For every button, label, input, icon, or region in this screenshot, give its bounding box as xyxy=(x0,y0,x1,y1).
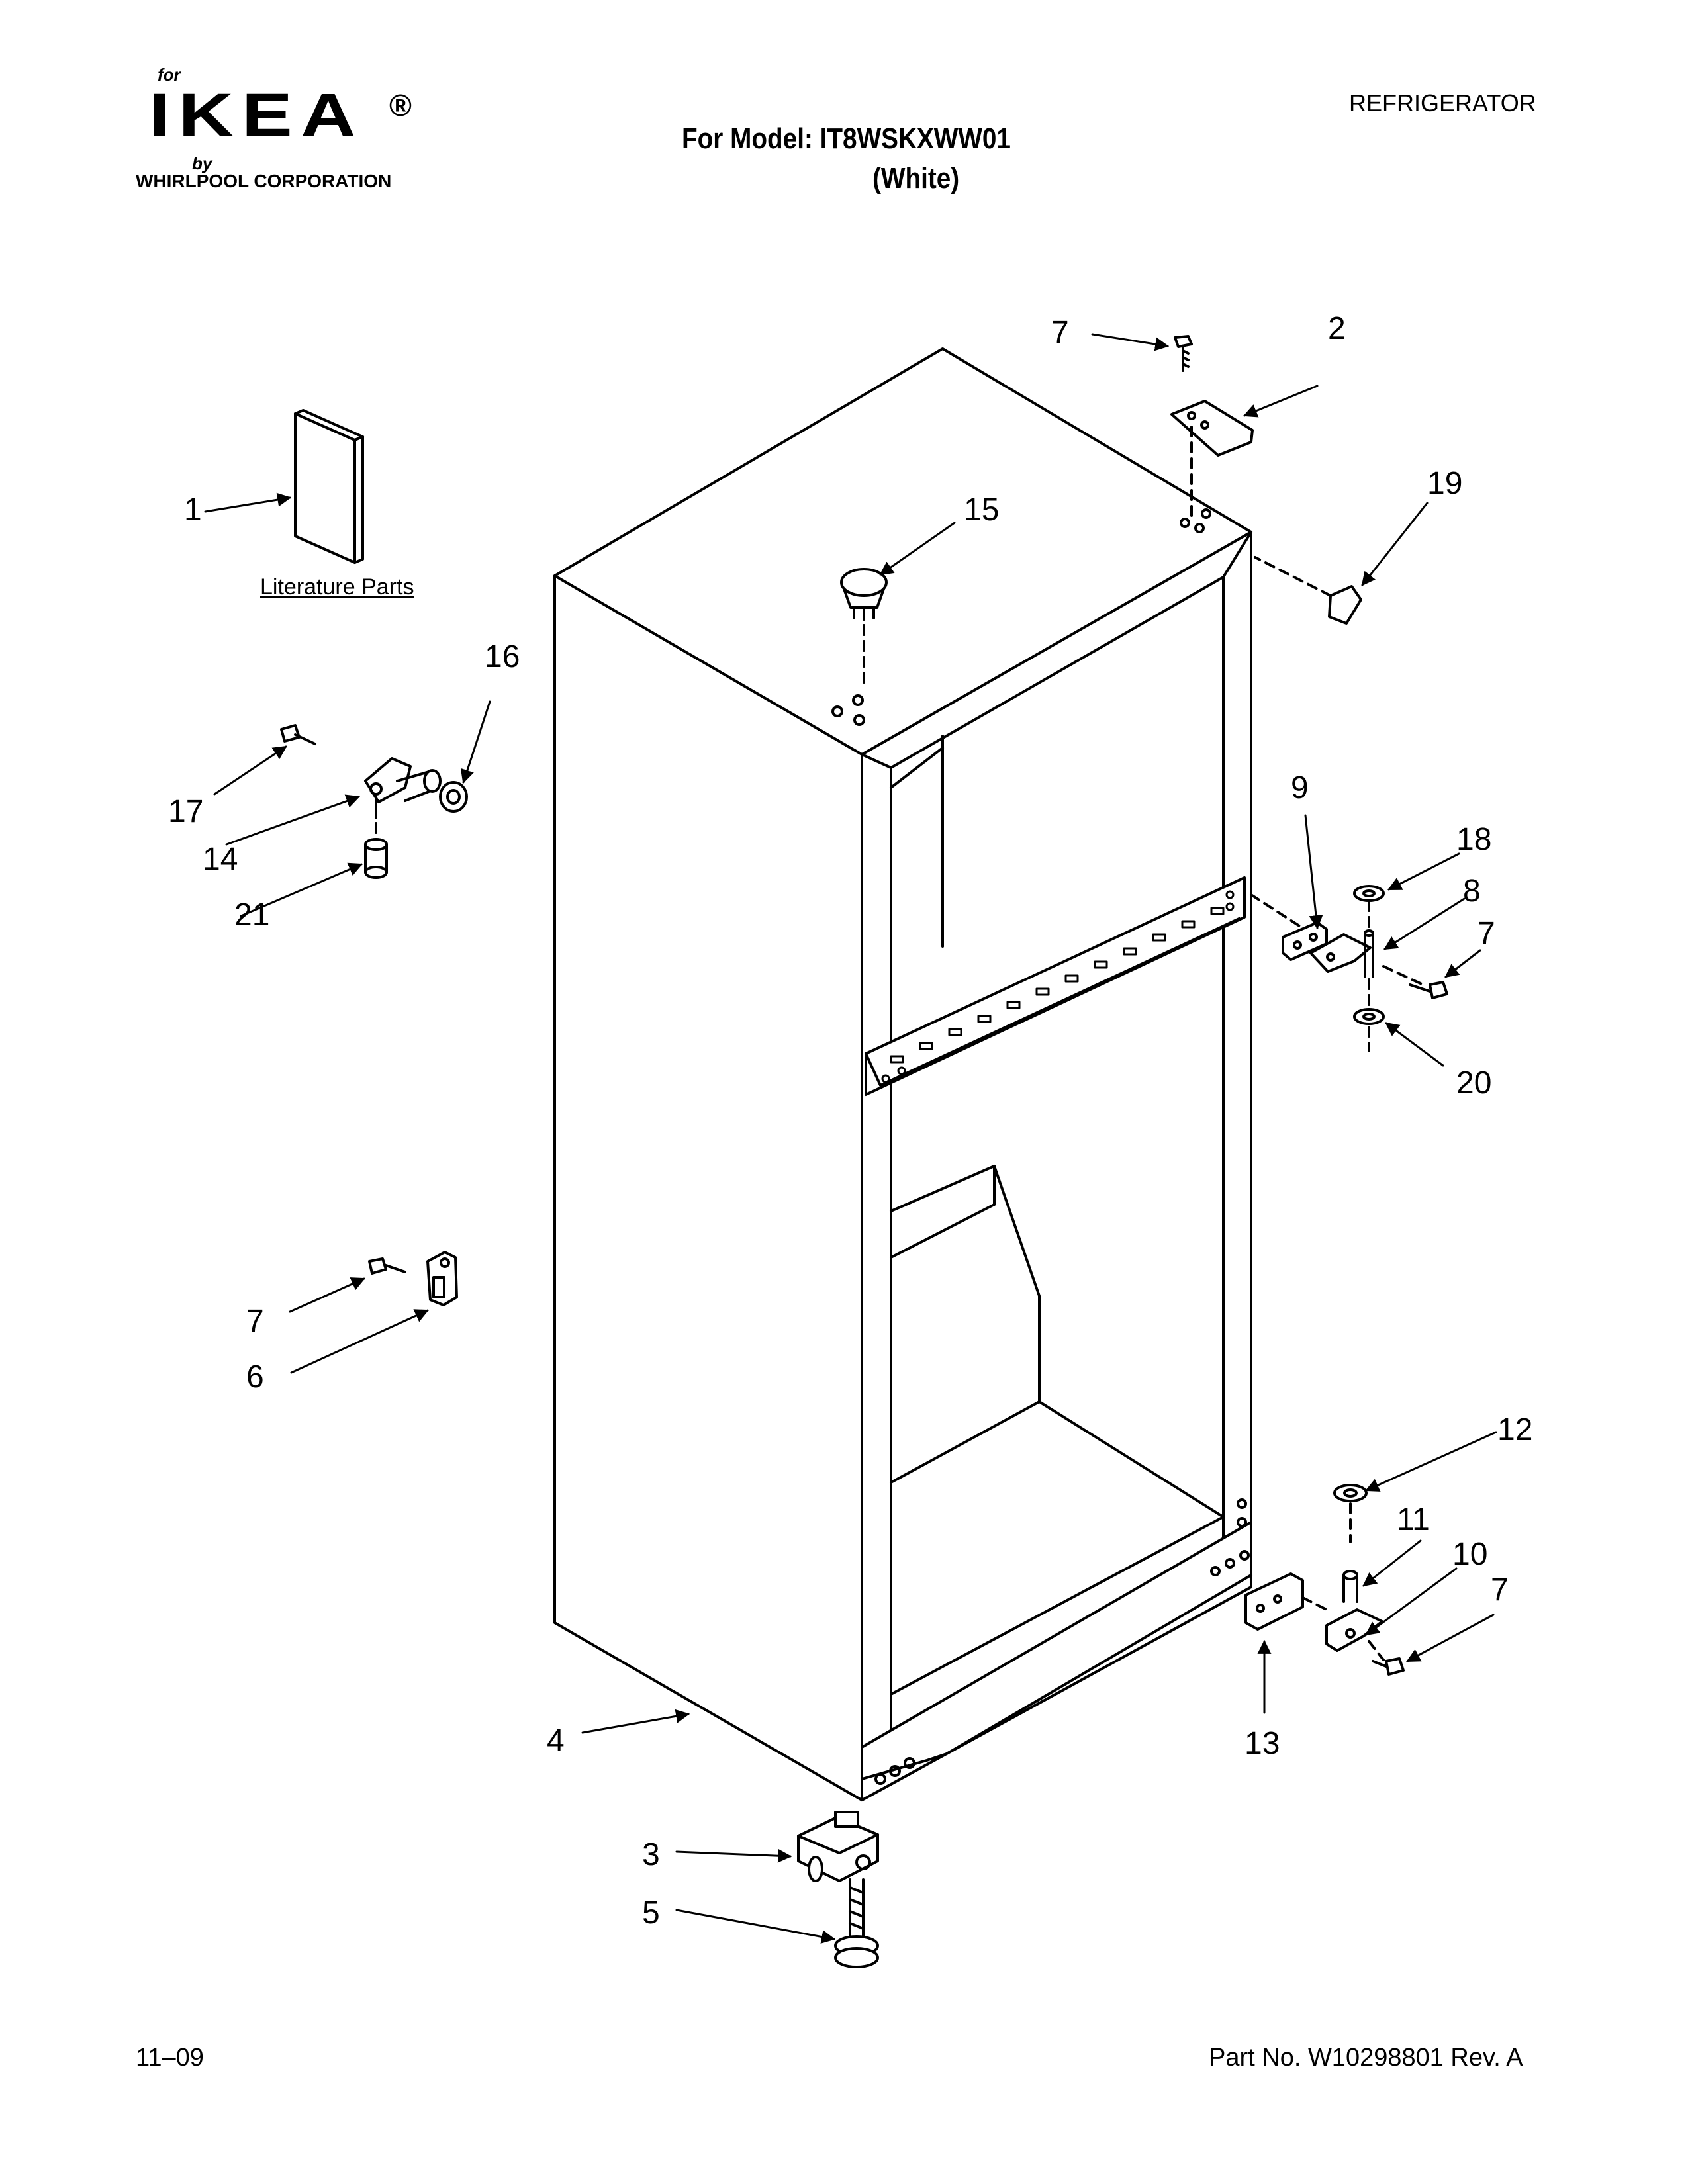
callout-8: 8 xyxy=(1463,874,1481,909)
brand-logo: IKEA xyxy=(149,81,364,149)
top-hinge-parts xyxy=(1170,335,1254,518)
callout-7: 7 xyxy=(1051,315,1069,350)
refrigerator-cabinet xyxy=(553,347,1252,1801)
footer-part-number: Part No. W10298801 Rev. A xyxy=(1209,2044,1523,2071)
callout-20: 20 xyxy=(1456,1066,1491,1101)
roller-and-leveler-parts xyxy=(797,1811,879,1968)
callout-6: 6 xyxy=(246,1359,264,1394)
callout-11: 11 xyxy=(1397,1502,1430,1537)
category-title: REFRIGERATOR xyxy=(1349,89,1536,116)
callout-18: 18 xyxy=(1456,822,1491,857)
callout-9: 9 xyxy=(1291,770,1309,805)
callout-19: 19 xyxy=(1427,466,1462,501)
callout-14: 14 xyxy=(203,842,238,877)
callout-17: 17 xyxy=(168,794,203,829)
callout-3: 3 xyxy=(642,1837,660,1872)
top-plug-part xyxy=(840,568,888,690)
footer-date: 11–09 xyxy=(136,2044,204,2071)
callout-7: 7 xyxy=(246,1304,264,1339)
callout-16: 16 xyxy=(485,639,520,674)
callout-leaders xyxy=(204,333,1497,1944)
center-hinge-parts xyxy=(1250,885,1448,1052)
callout-7: 7 xyxy=(1477,916,1495,951)
callout-4: 4 xyxy=(547,1723,565,1758)
model-number: For Model: IT8WSKXWW01 xyxy=(682,122,1011,155)
brand-by-text: by xyxy=(192,154,212,173)
registered-mark: ® xyxy=(389,88,412,122)
door-stop-parts xyxy=(368,1251,458,1306)
callout-1: 1 xyxy=(184,492,202,527)
callout-10: 10 xyxy=(1452,1537,1487,1572)
callout-7: 7 xyxy=(1491,1572,1509,1608)
literature-parts-label: Literature Parts xyxy=(260,574,414,600)
callout-21: 21 xyxy=(234,897,269,933)
bottom-hinge-parts xyxy=(1244,1484,1405,1676)
brand-for-text: for xyxy=(158,65,181,85)
callout-12: 12 xyxy=(1497,1412,1532,1447)
callout-2: 2 xyxy=(1328,311,1346,346)
callout-5: 5 xyxy=(642,1895,660,1931)
callout-13: 13 xyxy=(1244,1726,1280,1761)
left-hinge-pin-parts xyxy=(280,724,468,879)
center-rail-slots xyxy=(881,890,1235,1083)
callout-15: 15 xyxy=(964,492,999,527)
brand-corporation: WHIRLPOOL CORPORATION xyxy=(136,171,392,191)
literature-parts-icon xyxy=(294,409,364,564)
model-color: (White) xyxy=(872,162,960,195)
hinge-cap-part xyxy=(1254,556,1362,625)
callout-labels: 1 2 3 4 5 6 7 7 7 7 8 9 10 11 12 13 14 1… xyxy=(168,311,1532,1931)
